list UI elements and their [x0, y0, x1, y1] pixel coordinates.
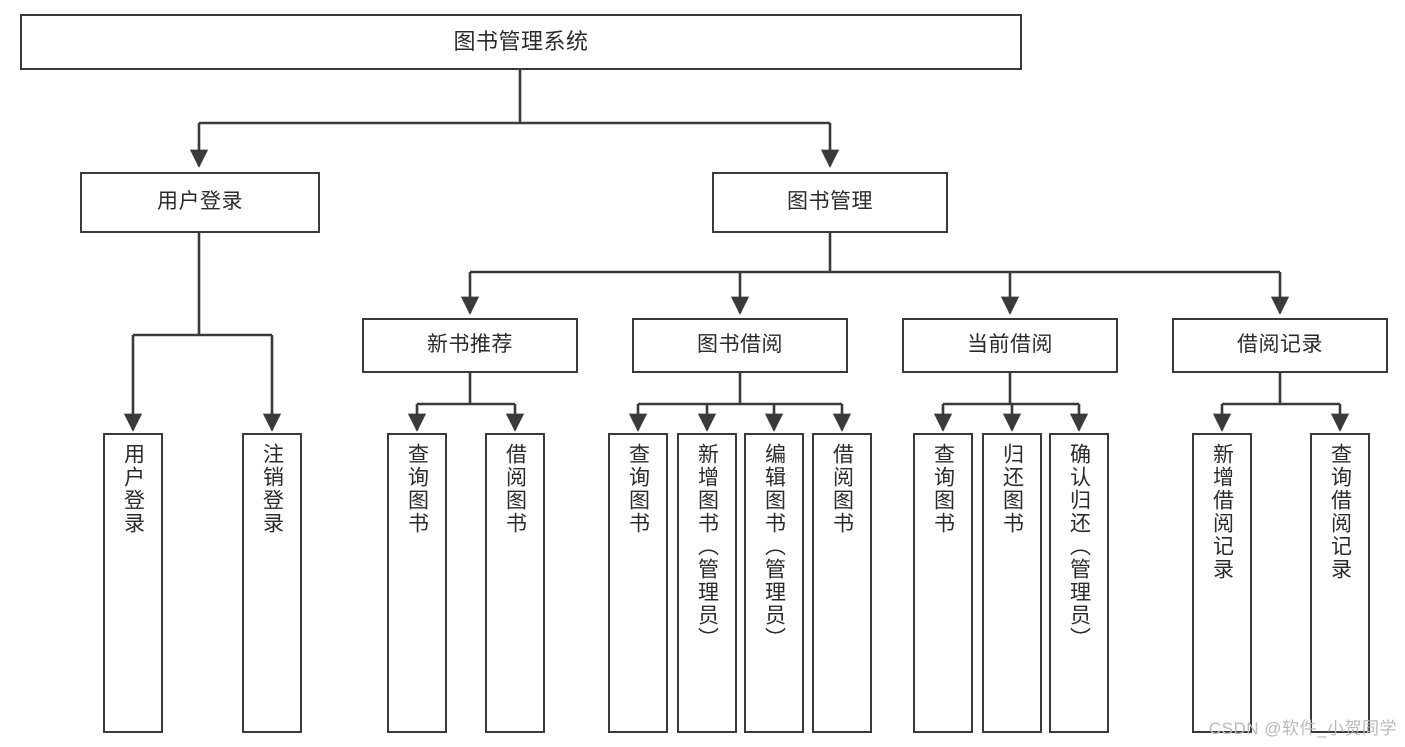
- node-root[interactable]: 图书管理系统: [20, 14, 1022, 70]
- node-book-manage-label: 图书管理: [787, 190, 873, 214]
- node-current-borrow-label: 当前借阅: [967, 333, 1053, 357]
- node-new-book-recommend[interactable]: 新书推荐: [362, 318, 578, 373]
- node-book-borrow[interactable]: 图书借阅: [632, 318, 848, 373]
- node-leaf-query-book-3-label: 查询图书: [931, 443, 955, 535]
- node-leaf-query-record-label: 查询借阅记录: [1328, 443, 1352, 581]
- node-leaf-add-book[interactable]: 新增图书（管理员）: [677, 433, 737, 733]
- node-borrow-record-label: 借阅记录: [1237, 333, 1323, 357]
- node-leaf-edit-book[interactable]: 编辑图书（管理员）: [744, 433, 804, 733]
- watermark-text: CSDN @软件_小贺同学: [1208, 719, 1397, 738]
- node-borrow-record[interactable]: 借阅记录: [1172, 318, 1388, 373]
- node-book-manage[interactable]: 图书管理: [712, 172, 948, 233]
- node-leaf-add-record-label: 新增借阅记录: [1210, 443, 1234, 581]
- node-leaf-edit-book-label: 编辑图书（管理员）: [762, 443, 786, 650]
- node-leaf-logout[interactable]: 注销登录: [242, 433, 302, 733]
- node-leaf-query-book-2-label: 查询图书: [626, 443, 650, 535]
- node-leaf-return-book[interactable]: 归还图书: [982, 433, 1042, 733]
- node-leaf-query-book-1-label: 查询图书: [405, 443, 429, 535]
- node-leaf-query-book-1[interactable]: 查询图书: [387, 433, 447, 733]
- node-current-borrow[interactable]: 当前借阅: [902, 318, 1118, 373]
- node-leaf-add-book-label: 新增图书（管理员）: [695, 443, 719, 650]
- node-leaf-query-book-2[interactable]: 查询图书: [608, 433, 668, 733]
- node-user-login-label: 用户登录: [157, 190, 243, 214]
- node-root-label: 图书管理系统: [453, 29, 589, 55]
- node-leaf-user-login-label: 用户登录: [121, 443, 145, 535]
- node-leaf-return-book-label: 归还图书: [1000, 443, 1024, 535]
- node-leaf-borrow-book-1-label: 借阅图书: [503, 443, 527, 535]
- node-leaf-borrow-book-2[interactable]: 借阅图书: [812, 433, 872, 733]
- node-leaf-query-record[interactable]: 查询借阅记录: [1310, 433, 1370, 733]
- node-user-login[interactable]: 用户登录: [80, 172, 320, 233]
- node-book-borrow-label: 图书借阅: [697, 333, 783, 357]
- node-leaf-query-book-3[interactable]: 查询图书: [913, 433, 973, 733]
- node-leaf-user-login[interactable]: 用户登录: [103, 433, 163, 733]
- node-leaf-logout-label: 注销登录: [260, 443, 284, 535]
- node-leaf-confirm-return[interactable]: 确认归还（管理员）: [1049, 433, 1109, 733]
- node-leaf-add-record[interactable]: 新增借阅记录: [1192, 433, 1252, 733]
- node-new-book-recommend-label: 新书推荐: [427, 333, 513, 357]
- node-leaf-confirm-return-label: 确认归还（管理员）: [1067, 443, 1091, 650]
- node-leaf-borrow-book-1[interactable]: 借阅图书: [485, 433, 545, 733]
- node-leaf-borrow-book-2-label: 借阅图书: [830, 443, 854, 535]
